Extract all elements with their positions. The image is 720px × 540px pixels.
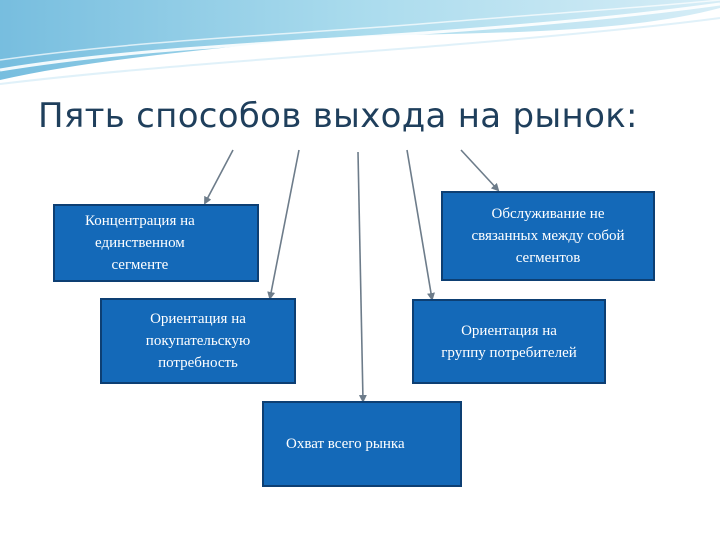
box-customer-need-label: Ориентация на покупательскую потребность	[145, 311, 251, 371]
box-unrelated-segments: Обслуживание не связанных между собой се…	[441, 191, 655, 281]
box-concentration-label: Концентрация на единственном сегменте	[85, 213, 195, 273]
box-customer-group-label: Ориентация на группу потребителей	[441, 322, 577, 361]
connector-group	[406, 149, 435, 301]
box-unrelated-segments-label: Обслуживание не связанных между собой се…	[471, 206, 625, 266]
decorative-wave-header	[0, 0, 720, 85]
box-whole-market-label: Охват всего рынка	[286, 436, 405, 452]
box-customer-group: Ориентация на группу потребителей	[412, 299, 606, 384]
connector-concentration	[204, 149, 234, 205]
connector-need	[267, 149, 300, 300]
box-concentration: Концентрация на единственном сегменте	[53, 204, 259, 282]
box-customer-need: Ориентация на покупательскую потребность	[100, 298, 296, 384]
box-whole-market: Охват всего рынка	[262, 401, 462, 487]
slide-title: Пять способов выхода на рынок:	[38, 96, 638, 136]
connector-unrelated	[460, 149, 500, 192]
connector-whole	[357, 151, 367, 403]
